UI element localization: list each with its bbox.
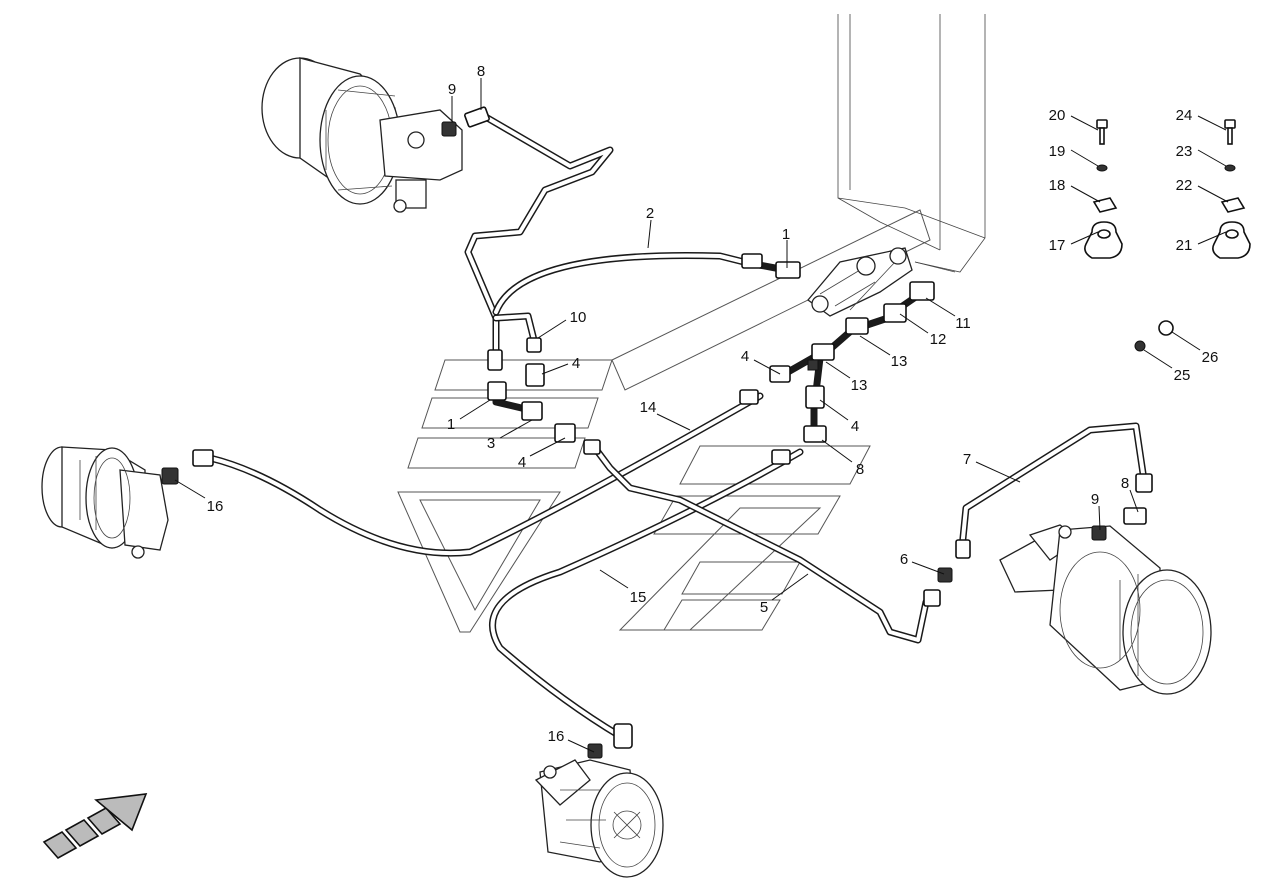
callout-label-c25: 25 (1174, 367, 1191, 384)
callout-label-c12: 12 (930, 331, 947, 348)
travel-motor-top-left (261, 57, 463, 213)
callout-label-c2: 2 (646, 205, 654, 222)
callout-label-c8c: 8 (1121, 475, 1129, 492)
callout-leader-c18 (1070, 185, 1101, 203)
callout-label-c26: 26 (1202, 349, 1219, 366)
callout-leader-c10 (537, 319, 567, 339)
nut-washer-25-26 (1134, 320, 1174, 352)
callout-label-c6: 6 (900, 551, 908, 568)
callout-label-c4a: 4 (572, 355, 580, 372)
callout-leader-c17 (1070, 231, 1099, 245)
callout-label-c8b: 8 (856, 461, 864, 478)
callout-label-c3: 3 (487, 435, 495, 452)
callout-label-c4d: 4 (851, 418, 859, 435)
callout-leader-c14 (656, 413, 691, 431)
callout-leader-c20 (1070, 115, 1099, 131)
callout-leader-c16a (174, 479, 206, 499)
travel-motor-left (41, 446, 169, 559)
direction-arrow-icon (42, 793, 148, 860)
callout-label-c15: 15 (630, 589, 647, 606)
callout-leader-c24 (1197, 115, 1227, 131)
callout-label-c16a: 16 (207, 498, 224, 515)
callout-leader-c26 (1171, 331, 1201, 351)
callout-label-c17: 17 (1049, 237, 1066, 254)
callout-label-c16b: 16 (548, 728, 565, 745)
travel-motor-right (999, 524, 1212, 695)
callout-label-c21: 21 (1176, 237, 1193, 254)
machine-frame-column (837, 14, 986, 273)
callout-leader-c15 (599, 569, 629, 589)
callout-leader-c5 (771, 573, 809, 601)
callout-leader-c4c (753, 359, 781, 375)
callout-leader-c16b (567, 739, 595, 753)
callout-leader-c9b (1098, 505, 1101, 531)
callout-label-c13b: 13 (891, 353, 908, 370)
fittings (161, 106, 1153, 759)
callout-leader-c2 (647, 219, 652, 249)
callout-label-c13a: 13 (851, 377, 868, 394)
callout-label-c18: 18 (1049, 177, 1066, 194)
callout-label-c19: 19 (1049, 143, 1066, 160)
callout-label-c22: 22 (1176, 177, 1193, 194)
callout-leader-c4a (541, 363, 569, 375)
callout-label-c4b: 4 (518, 454, 526, 471)
callout-leader-c22 (1197, 185, 1229, 203)
callout-leader-c11 (925, 297, 956, 317)
callout-leader-c21 (1197, 231, 1227, 245)
callout-leader-c4b (529, 437, 566, 457)
callout-label-c24: 24 (1176, 107, 1193, 124)
callout-leader-c7 (975, 461, 1021, 483)
callout-label-c1a: 1 (782, 226, 790, 243)
callout-leader-c19 (1070, 149, 1099, 167)
watermark-logo (397, 209, 931, 633)
callout-leader-c25 (1143, 349, 1173, 369)
callout-leader-c4d (819, 399, 849, 421)
clamp-kit-17-20 (1084, 119, 1123, 259)
callout-leader-c3 (499, 419, 533, 439)
callout-label-c7: 7 (963, 451, 971, 468)
callout-label-c20: 20 (1049, 107, 1066, 124)
callout-leader-c1b (459, 399, 491, 420)
callout-label-c10: 10 (570, 309, 587, 326)
callout-label-c9a: 9 (448, 81, 456, 98)
valve-block (807, 247, 913, 317)
callout-leader-c13b (859, 335, 891, 356)
hose-lines (206, 112, 1148, 740)
callout-leader-c8c (1129, 489, 1139, 513)
callout-label-c4c: 4 (741, 348, 749, 365)
callout-label-c14: 14 (640, 399, 657, 416)
callout-label-c5: 5 (760, 599, 768, 616)
callout-label-c1b: 1 (447, 416, 455, 433)
callout-label-c23: 23 (1176, 143, 1193, 160)
callout-label-c9b: 9 (1091, 491, 1099, 508)
callout-leader-c8b (821, 439, 853, 463)
clamp-kit-21-24 (1212, 119, 1251, 259)
callout-label-c8a: 8 (477, 63, 485, 80)
travel-motor-bottom (534, 759, 664, 878)
callout-label-c11: 11 (955, 315, 971, 332)
callout-labels: 1289104134161441313121148155678916201918… (174, 63, 1229, 753)
callout-leader-c6 (911, 561, 945, 575)
callout-leader-c23 (1197, 149, 1227, 167)
callout-leader-c12 (899, 313, 929, 334)
callout-leader-c13a (825, 361, 851, 379)
